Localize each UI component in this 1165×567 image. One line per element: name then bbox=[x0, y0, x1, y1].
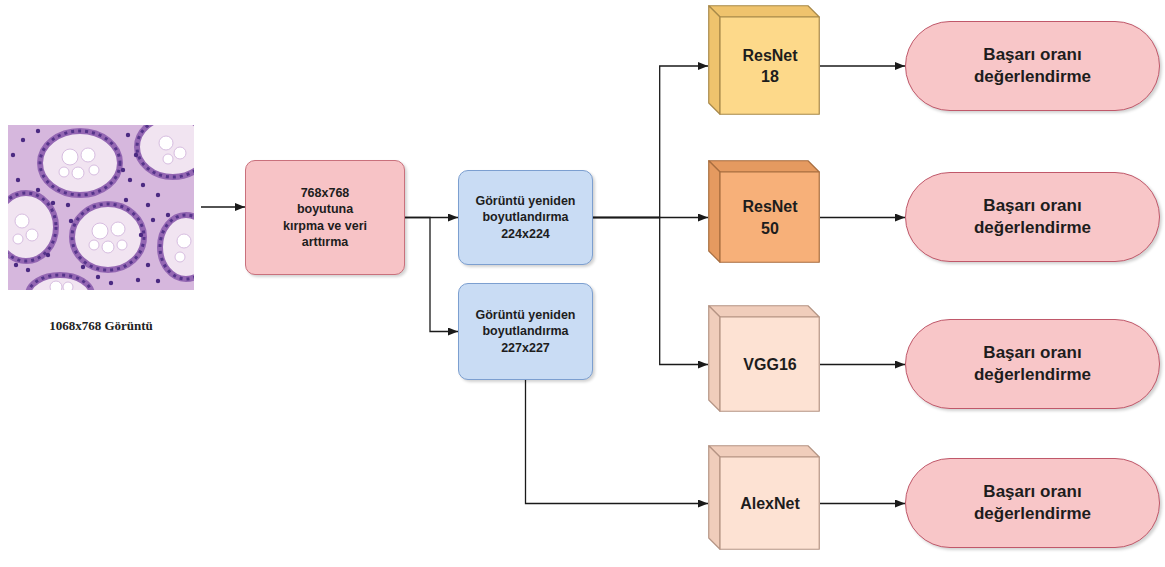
node-label: ResNet 18 bbox=[737, 45, 803, 87]
node-label: Başarı oranı değerlendirme bbox=[963, 342, 1103, 387]
gland-nuclei bbox=[8, 125, 194, 290]
nuclei-ring bbox=[72, 204, 144, 270]
flow-arrow bbox=[405, 218, 458, 332]
cube-side bbox=[709, 161, 720, 263]
node-label: Başarı oranı değerlendirme bbox=[963, 44, 1103, 89]
flow-arrow bbox=[593, 66, 708, 218]
nuclei-ring bbox=[40, 131, 120, 195]
gland bbox=[8, 193, 56, 261]
model-cube: AlexNet bbox=[708, 445, 820, 550]
model-cube: VGG16 bbox=[708, 305, 820, 412]
cube-front bbox=[720, 317, 819, 411]
flow-arrow bbox=[820, 503, 905, 504]
gland bbox=[72, 204, 144, 270]
cube-side bbox=[709, 6, 720, 115]
cube-top bbox=[709, 446, 820, 457]
flow-arrow bbox=[820, 217, 905, 218]
process-box: 768x768 boyutuna kırpma ve veri arttırma bbox=[245, 160, 405, 275]
node-label: Başarı oranı değerlendirme bbox=[963, 481, 1103, 526]
cube-front bbox=[720, 457, 819, 549]
gland bbox=[40, 131, 120, 195]
goblet-cells bbox=[13, 136, 191, 290]
model-cube: ResNet 18 bbox=[708, 5, 820, 115]
cube-front bbox=[720, 17, 819, 114]
flow-arrow bbox=[820, 65, 905, 66]
gland-group bbox=[8, 125, 194, 290]
model-cube: ResNet 50 bbox=[708, 160, 820, 263]
node-label: Başarı oranı değerlendirme bbox=[963, 195, 1103, 240]
node-label: ResNet 50 bbox=[737, 196, 803, 238]
image-caption: 1068x768 Görüntü bbox=[11, 317, 191, 334]
stroma-nuclei bbox=[11, 129, 170, 285]
nuclei-ring bbox=[8, 193, 56, 261]
flow-arrow bbox=[820, 364, 905, 365]
gland bbox=[160, 215, 194, 279]
result-terminal: Başarı oranı değerlendirme bbox=[905, 319, 1160, 409]
cube-side bbox=[709, 446, 720, 550]
flow-arrow bbox=[201, 206, 245, 207]
node-label: 768x768 boyutuna kırpma ve veri arttırma bbox=[276, 185, 374, 251]
result-terminal: Başarı oranı değerlendirme bbox=[905, 172, 1160, 262]
result-terminal: Başarı oranı değerlendirme bbox=[905, 21, 1160, 111]
process-box: Görüntü yeniden boyutlandırma 227x227 bbox=[458, 283, 593, 380]
node-label: Görüntü yeniden boyutlandırma 224x224 bbox=[470, 193, 582, 243]
node-label: VGG16 bbox=[737, 354, 803, 375]
cube-top bbox=[709, 161, 820, 172]
histology-image bbox=[8, 125, 194, 290]
node-label: Görüntü yeniden boyutlandırma 227x227 bbox=[470, 307, 582, 357]
cube-top bbox=[709, 306, 820, 317]
nuclei-ring bbox=[160, 215, 194, 279]
process-box: Görüntü yeniden boyutlandırma 224x224 bbox=[458, 170, 593, 265]
flow-arrow bbox=[526, 380, 709, 504]
cube-side bbox=[709, 306, 720, 412]
node-label: AlexNet bbox=[737, 493, 803, 514]
cube-front bbox=[720, 172, 819, 262]
image-node: 1068x768 Görüntü bbox=[1, 125, 201, 340]
cube-top bbox=[709, 6, 820, 17]
flow-arrow bbox=[593, 218, 708, 365]
result-terminal: Başarı oranı değerlendirme bbox=[905, 458, 1160, 548]
